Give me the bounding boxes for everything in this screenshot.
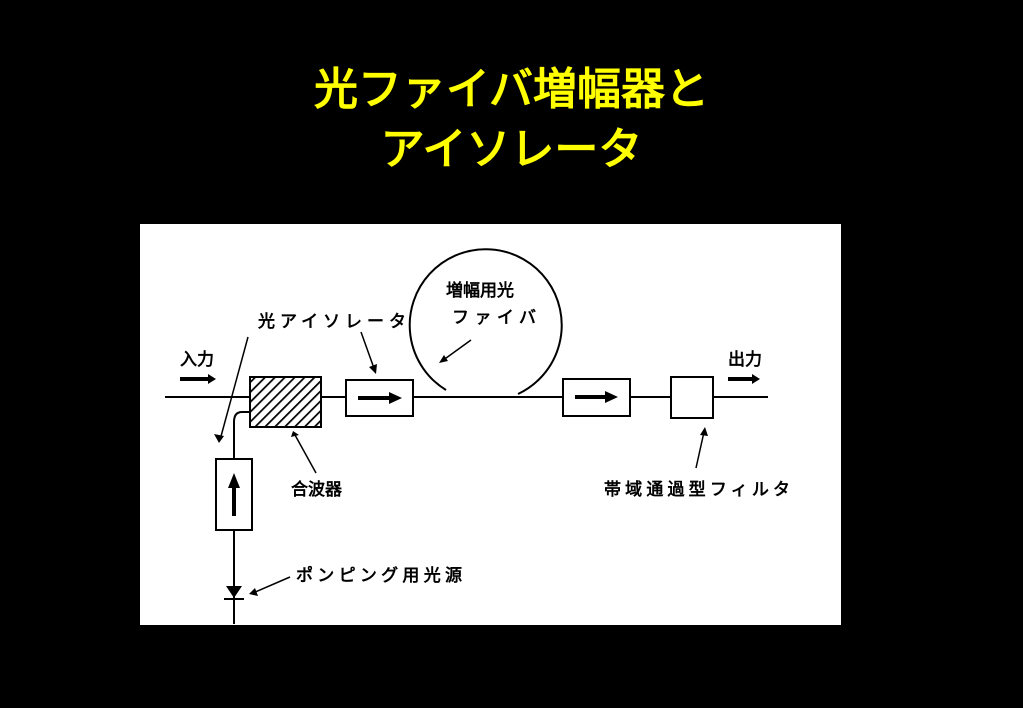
isolator-1-arrow-head bbox=[389, 392, 402, 404]
leader-pump bbox=[252, 576, 291, 594]
pump-diode-symbol bbox=[226, 586, 242, 598]
label-optical-isolator: 光アイソレータ bbox=[257, 311, 406, 332]
pump-isolator-arrow-head bbox=[228, 473, 240, 488]
label-output: 出力 bbox=[728, 349, 762, 370]
leader-amp-fiber-head bbox=[439, 355, 448, 363]
label-bandpass-filter: 帯域通過型フィルタ bbox=[604, 479, 790, 500]
leader-filter-head bbox=[700, 427, 708, 436]
label-combiner: 合波器 bbox=[291, 479, 343, 500]
label-amp-fiber-line-1: 増幅用光 bbox=[446, 280, 514, 301]
leader-combiner-head bbox=[291, 431, 299, 437]
leader-amp-fiber bbox=[441, 339, 472, 362]
leader-combiner bbox=[294, 434, 317, 474]
pump-fiber-line bbox=[233, 411, 250, 459]
bandpass-filter-box bbox=[670, 376, 714, 419]
leader-filter bbox=[695, 431, 705, 469]
label-amp-fiber-line-2: ファイバ bbox=[452, 308, 536, 328]
leader-isolator-1-head bbox=[369, 364, 377, 374]
title-line-1: 光ファイバ増幅器と bbox=[313, 64, 710, 115]
isolator-2-arrow-head bbox=[605, 391, 618, 403]
combiner-box bbox=[249, 376, 322, 428]
slide-title: 光ファイバ増幅器と アイソレータ bbox=[0, 60, 1023, 180]
label-input: 入力 bbox=[180, 349, 214, 370]
amplifying-fiber-coil bbox=[408, 248, 563, 395]
amplifier-diagram: 入力 出力 光アイソレータ 増幅用光 ファイバ 合波器 帯域通過型フィルタ ポン… bbox=[165, 248, 790, 624]
title-line-2: アイソレータ bbox=[380, 124, 643, 175]
leader-isolator-label-head bbox=[214, 434, 224, 443]
label-pump-source: ポンピング用光源 bbox=[296, 565, 462, 586]
output-arrow-head bbox=[752, 374, 760, 384]
input-arrow-head bbox=[208, 374, 216, 384]
leader-pump-head bbox=[249, 588, 258, 596]
figure-panel: 入力 出力 光アイソレータ 増幅用光 ファイバ 合波器 帯域通過型フィルタ ポン… bbox=[140, 224, 841, 625]
leader-isolator-1 bbox=[360, 331, 376, 372]
leader-isolator-label bbox=[219, 336, 249, 441]
